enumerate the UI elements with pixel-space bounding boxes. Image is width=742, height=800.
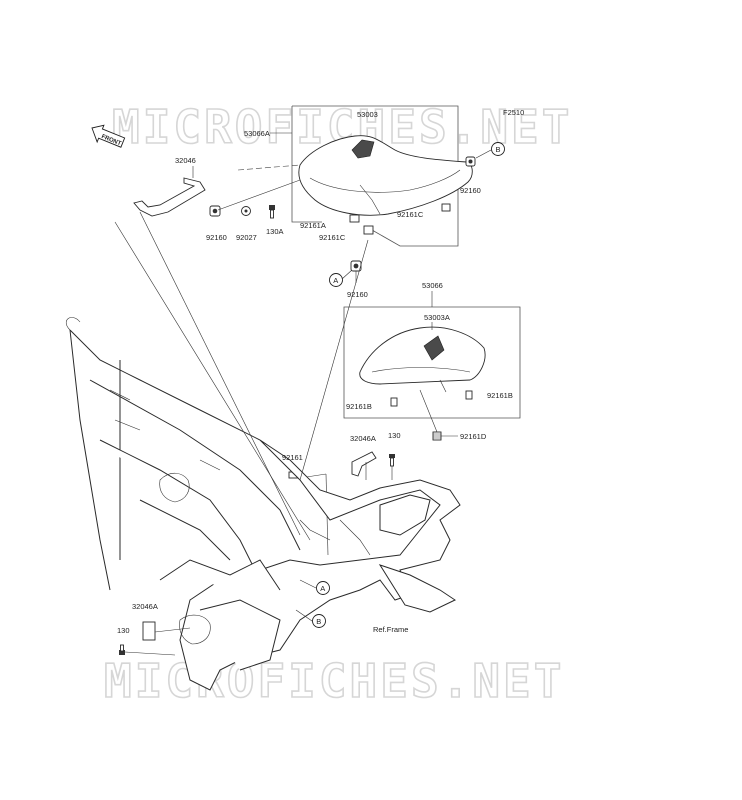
callout-a-bottom: A (316, 581, 330, 595)
label-92160-left: 92160 (206, 233, 227, 242)
label-92161D: 92161D (460, 432, 487, 441)
label-92161C-left: 92161C (319, 233, 346, 242)
seat-cowl (359, 326, 486, 393)
seat-cowl-group-box (343, 306, 521, 419)
spring-92161D (432, 431, 442, 441)
label-92027: 92027 (236, 233, 257, 242)
label-32046: 32046 (175, 156, 196, 165)
label-92161A: 92161A (300, 221, 326, 230)
label-53003A: 53003A (424, 313, 450, 322)
figure-code: F2510 (503, 108, 524, 117)
label-92160-right: 92160 (460, 186, 481, 195)
bolt-130-left (119, 644, 125, 655)
grommet-92160-right (465, 156, 476, 167)
clip-92161C-left (363, 225, 374, 235)
clip-92161A (349, 214, 360, 223)
svg-text:A: A (333, 276, 338, 285)
clip-92161C-right (441, 203, 451, 212)
watermark-bottom: MICROFICHES.NET (104, 654, 564, 708)
clip-92161B-right (465, 390, 473, 400)
label-32046A-left: 32046A (132, 602, 158, 611)
label-92161: 92161 (282, 453, 303, 462)
label-ref-frame: Ref.Frame (373, 625, 408, 634)
label-130A: 130A (266, 227, 284, 236)
clip-92161B-left (390, 397, 398, 407)
label-53066A: 53066A (244, 129, 270, 138)
seat-bracket-32046 (133, 177, 206, 217)
motorcycle-frame (65, 317, 461, 691)
label-53003: 53003 (357, 110, 378, 119)
label-53066: 53066 (422, 281, 443, 290)
label-130-top: 130 (388, 431, 401, 440)
label-92161B-right: 92161B (487, 391, 513, 400)
label-130-left: 130 (117, 626, 130, 635)
label-92160-center: 92160 (347, 290, 368, 299)
callout-b-bottom: B (312, 614, 326, 628)
svg-text:A: A (320, 584, 325, 593)
seat-group-box-upper (291, 105, 459, 247)
bracket-32046A-left (142, 621, 156, 641)
rider-seat (237, 135, 473, 216)
label-32046A-top: 32046A (350, 434, 376, 443)
callout-b-top: B (491, 142, 505, 156)
bolt-130A (269, 205, 275, 219)
svg-text:B: B (496, 145, 501, 154)
label-92161B-left: 92161B (346, 402, 372, 411)
bolt-130-top (389, 454, 395, 467)
svg-text:B: B (316, 617, 321, 626)
label-92161C-right: 92161C (397, 210, 424, 219)
washer-92027 (241, 206, 251, 216)
callout-a-top: A (329, 273, 343, 287)
bracket-32046A-top (351, 451, 377, 477)
grommet-92160-left (209, 205, 221, 217)
